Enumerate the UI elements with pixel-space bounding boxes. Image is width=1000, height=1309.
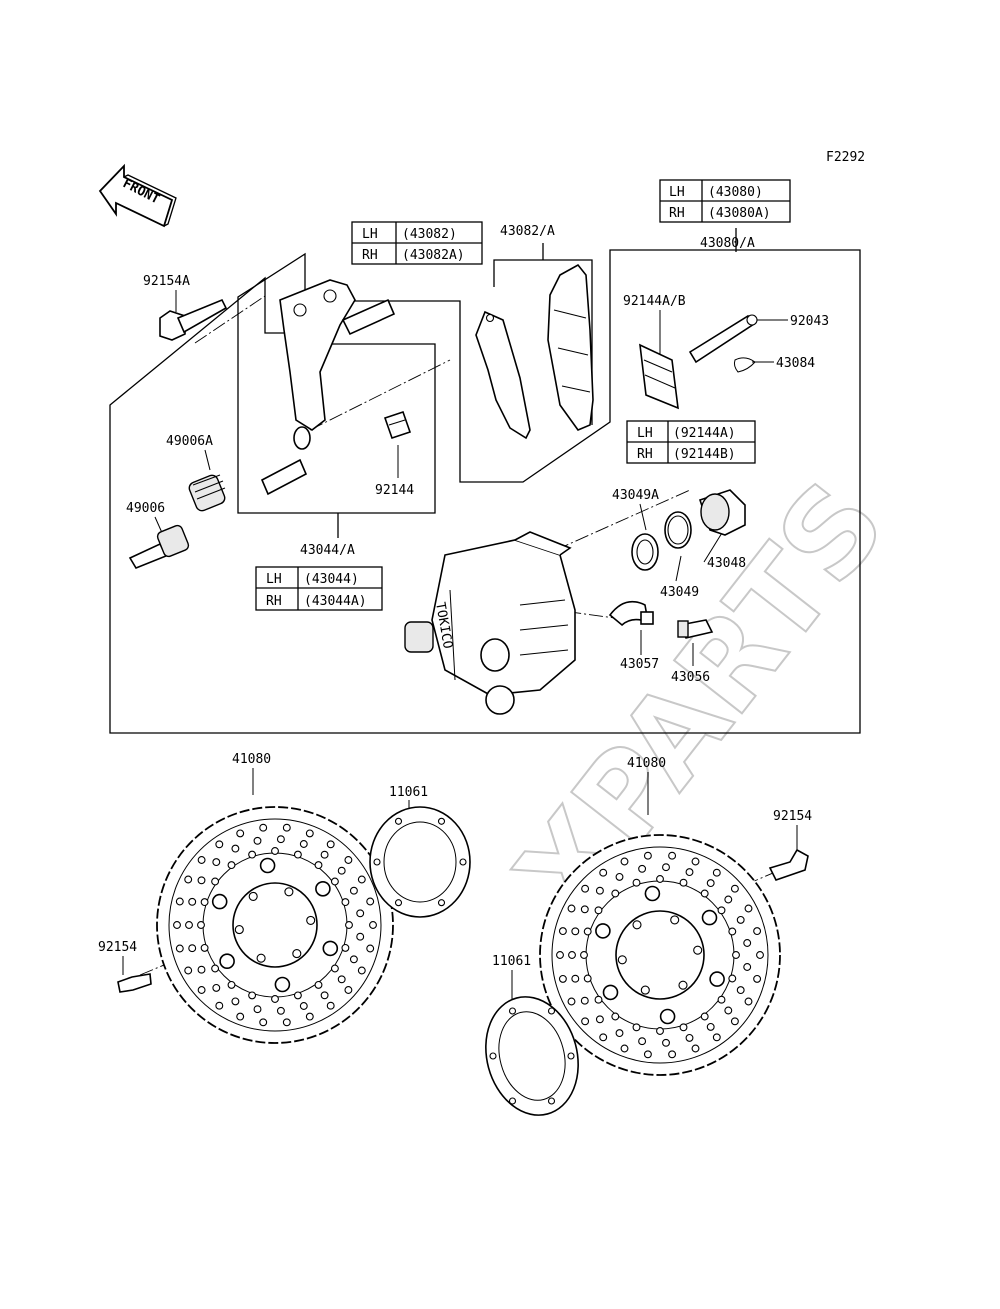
svg-text:(92144B): (92144B): [673, 447, 736, 462]
seal-43049A: [631, 533, 659, 571]
brake-disc-right-41080: [539, 834, 781, 1076]
caliper-assembly-outline: [109, 249, 861, 734]
svg-text:(43082): (43082): [402, 227, 457, 242]
svg-text:RH: RH: [637, 447, 653, 462]
svg-text:(43080A): (43080A): [708, 206, 771, 221]
svg-text:LH: LH: [637, 426, 653, 441]
bleeder-valve-43056: [677, 619, 714, 639]
label-43049: 43049: [660, 585, 699, 600]
label-41080-right: 41080: [627, 756, 666, 771]
label-43056: 43056: [671, 670, 710, 685]
bleeder-tube-43057: [608, 600, 654, 627]
label-43080A: 43080/A: [700, 236, 755, 251]
bolt-left-92154: [117, 973, 152, 993]
label-43048: 43048: [707, 556, 746, 571]
label-92154-right: 92154: [773, 809, 812, 824]
front-direction-arrow-icon: FRONT: [98, 163, 177, 228]
label-43049A: 43049A: [612, 488, 659, 503]
brake-pad-inner: [475, 310, 531, 440]
seal-43049: [664, 511, 692, 549]
svg-text:LH: LH: [362, 227, 378, 242]
label-43044A: 43044/A: [300, 543, 355, 558]
bolt-right-92154: [768, 848, 809, 881]
svg-text:LH: LH: [669, 185, 685, 200]
label-92144AB: 92144A/B: [623, 294, 686, 309]
label-11061-left: 11061: [389, 785, 428, 800]
bracket-lh-rh-table: LH (43044) RH (43044A): [255, 566, 383, 611]
label-92043: 92043: [790, 314, 829, 329]
label-92144: 92144: [375, 483, 414, 498]
piston-43048: [698, 489, 746, 536]
brake-pad-outer: [547, 263, 594, 431]
bolt-92154A: [159, 298, 228, 341]
label-92154A: 92154A: [143, 274, 190, 289]
svg-text:RH: RH: [362, 248, 378, 263]
svg-text:(43044A): (43044A): [304, 594, 367, 609]
pin-92043: [688, 314, 758, 364]
pin-49006: [128, 524, 190, 569]
shim-lh-rh-table: LH (92144A) RH (92144B): [626, 420, 756, 464]
svg-text:(92144A): (92144A): [673, 426, 736, 441]
label-43057: 43057: [620, 657, 659, 672]
clip-43084: [733, 357, 756, 373]
label-49006: 49006: [126, 501, 165, 516]
label-11061-right: 11061: [492, 954, 531, 969]
label-43084: 43084: [776, 356, 815, 371]
caliper-lh-rh-table: LH (43080) RH (43080A): [659, 179, 791, 223]
svg-text:(43082A): (43082A): [402, 248, 465, 263]
bracket-assembly-outline: [237, 252, 436, 514]
svg-text:(43080): (43080): [708, 185, 763, 200]
label-43082A: 43082/A: [500, 224, 555, 239]
caliper-body-43080: TOKICO: [404, 531, 576, 715]
label-41080-left: 41080: [232, 752, 271, 767]
svg-text:(43044): (43044): [304, 572, 359, 587]
figure-code: F2292: [826, 150, 865, 165]
pads-lh-rh-table: LH (43082) RH (43082A): [351, 221, 483, 265]
svg-text:LH: LH: [266, 572, 282, 587]
shim-92144AB: [639, 343, 679, 410]
boot-49006A: [188, 474, 226, 512]
label-92154-left: 92154: [98, 940, 137, 955]
gasket-right-11061: [485, 996, 579, 1116]
label-49006A: 49006A: [166, 434, 213, 449]
clip-92144: [383, 410, 412, 440]
caliper-bracket-43044: [260, 279, 396, 496]
gasket-left-11061: [369, 806, 471, 918]
svg-text:RH: RH: [669, 206, 685, 221]
svg-text:RH: RH: [266, 594, 282, 609]
